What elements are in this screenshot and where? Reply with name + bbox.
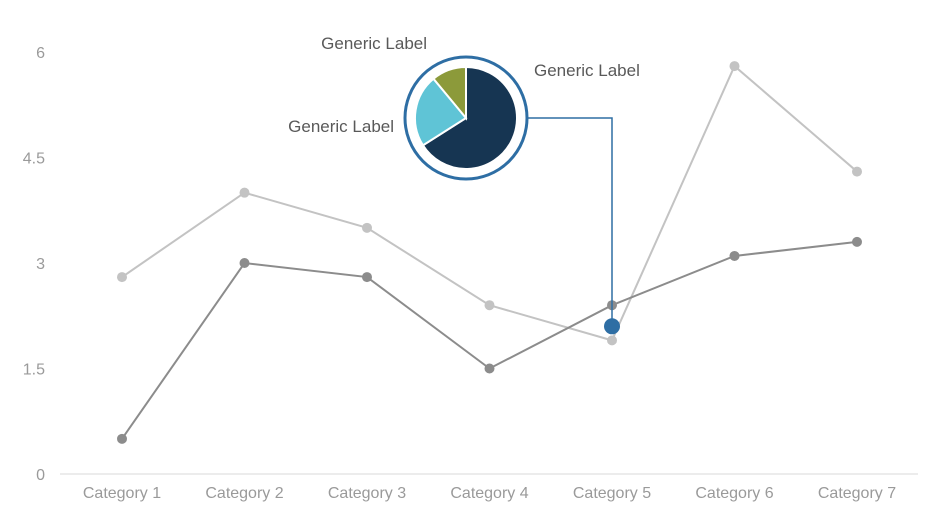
y-axis: 0 1.5 3 4.5 6 xyxy=(23,45,45,484)
data-point xyxy=(484,363,495,374)
data-point xyxy=(852,166,862,177)
data-point xyxy=(484,300,495,311)
x-tick-label: Category 1 xyxy=(83,485,161,502)
y-tick-label: 6 xyxy=(36,45,45,62)
x-tick-label: Category 5 xyxy=(573,485,651,502)
pie-slice-label: Generic Label xyxy=(321,34,427,53)
data-point xyxy=(729,250,740,261)
y-tick-label: 1.5 xyxy=(23,362,45,379)
pie-slice-label: Generic Label xyxy=(534,61,640,80)
data-point xyxy=(117,272,127,283)
y-tick-label: 4.5 xyxy=(23,151,45,168)
data-point xyxy=(117,433,127,444)
pie-slice xyxy=(414,77,468,147)
pie-slice-label: Generic Label xyxy=(288,117,394,136)
pie-slice xyxy=(421,65,518,170)
callout-connector xyxy=(527,117,613,327)
y-tick-label: 0 xyxy=(36,467,45,484)
data-point xyxy=(852,236,862,247)
x-tick-label: Category 2 xyxy=(205,485,283,502)
x-axis: Category 1 Category 2 Category 3 Category 4… xyxy=(83,485,896,502)
data-point xyxy=(362,272,372,283)
x-tick-label: Category 4 xyxy=(450,485,528,502)
series-layer xyxy=(117,61,862,444)
data-point xyxy=(362,222,372,233)
data-point xyxy=(239,187,250,198)
data-point xyxy=(729,61,740,72)
x-tick-label: Category 7 xyxy=(818,485,896,502)
highlight-point xyxy=(604,318,620,335)
x-tick-label: Category 6 xyxy=(695,485,773,502)
series-line xyxy=(121,240,858,440)
data-point xyxy=(239,258,250,268)
x-tick-label: Category 3 xyxy=(328,485,406,502)
y-tick-label: 3 xyxy=(36,256,45,273)
data-point xyxy=(607,335,617,346)
pie-slice xyxy=(432,65,467,121)
